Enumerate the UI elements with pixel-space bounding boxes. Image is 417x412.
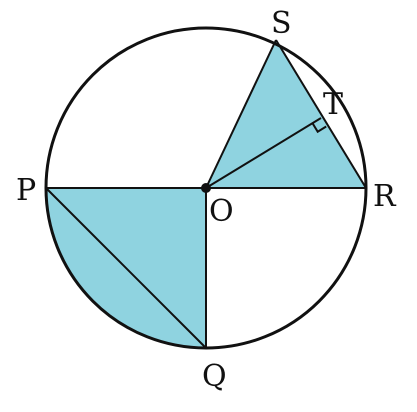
label-Q: Q [202, 359, 227, 394]
segment-OS [205, 39, 277, 189]
center-point-O [201, 183, 211, 193]
right-angle-marker [311, 122, 327, 134]
segment-SR [275, 39, 367, 189]
label-P: P [16, 173, 36, 208]
shaded-triangle-OSR [206, 40, 366, 188]
segment-OT [205, 117, 322, 189]
segment-PQ [45, 187, 207, 349]
label-O: O [209, 194, 234, 229]
label-S: S [271, 6, 292, 41]
label-R: R [373, 179, 397, 214]
label-T: T [323, 87, 343, 122]
